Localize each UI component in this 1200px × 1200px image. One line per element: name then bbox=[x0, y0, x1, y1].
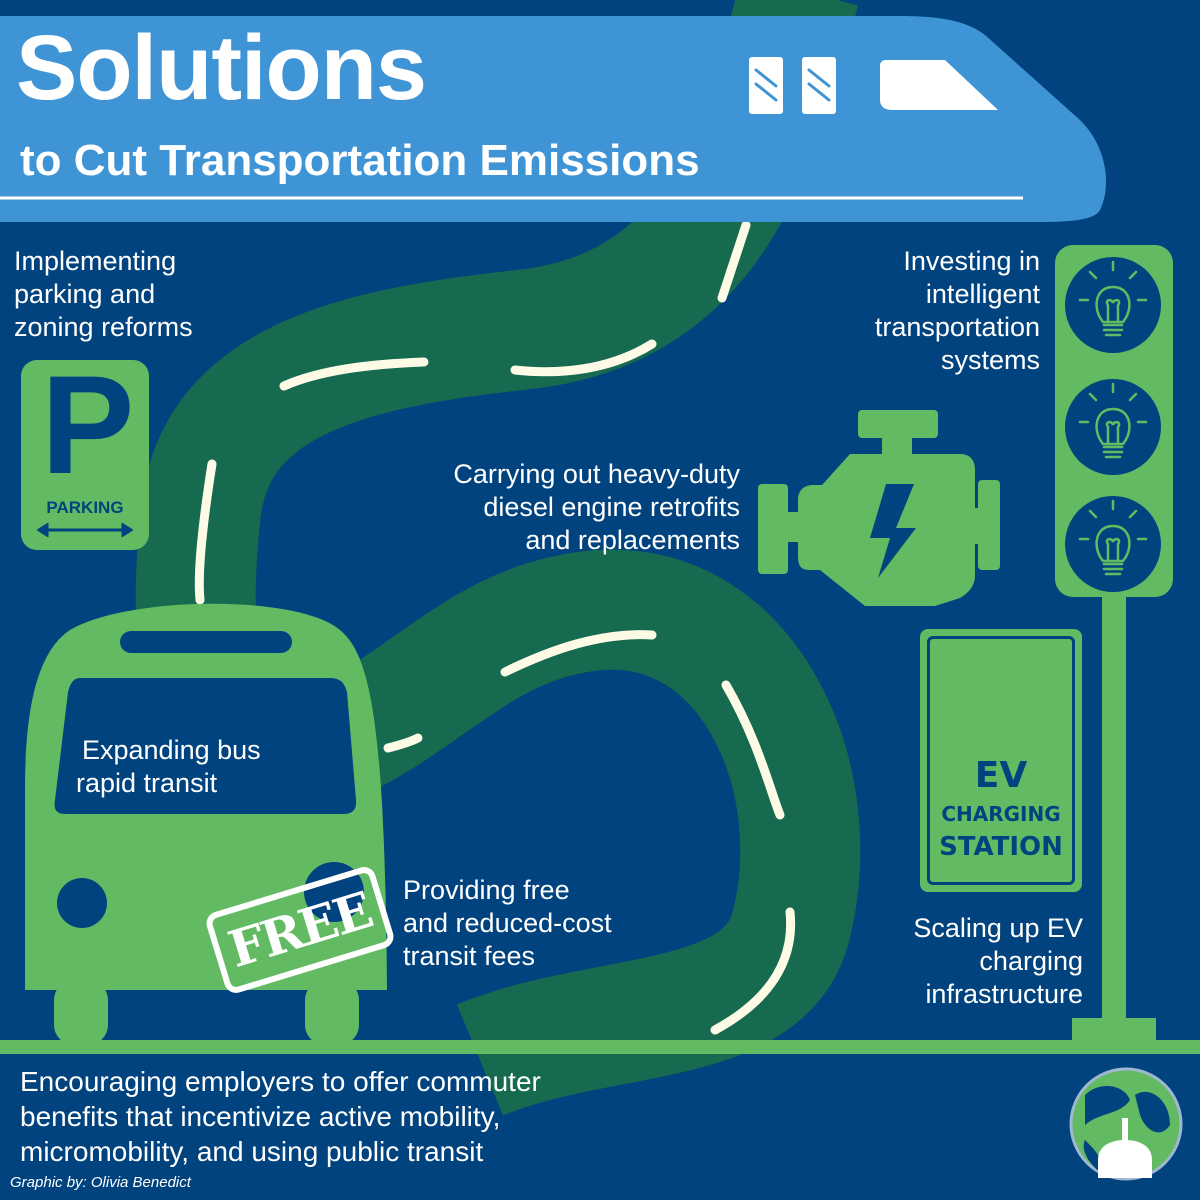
caption-commuter: Encouraging employers to offer commuter … bbox=[20, 1064, 541, 1169]
ev-sign-line: STATION bbox=[939, 832, 1063, 862]
ev-sign-title: EV bbox=[974, 755, 1028, 796]
train-icon bbox=[0, 16, 1106, 222]
caption-line: and reduced-cost bbox=[403, 908, 612, 938]
caption-line: Expanding bus bbox=[82, 735, 261, 765]
ground-line bbox=[0, 1040, 1200, 1054]
page-subtitle: to Cut Transportation Emissions bbox=[20, 136, 700, 185]
caption-line: diesel engine retrofits bbox=[483, 492, 740, 522]
parking-label: PARKING bbox=[46, 498, 124, 517]
caption-intelligent-systems: Investing in intelligent transportation … bbox=[780, 245, 1040, 377]
graphic-credit: Graphic by: Olivia Benedict bbox=[10, 1174, 191, 1191]
caption-line: transit fees bbox=[403, 941, 536, 971]
caption-ev: Scaling up EV charging infrastructure bbox=[830, 912, 1083, 1011]
caption-line: Investing in bbox=[903, 246, 1040, 276]
caption-bus: Expanding bus rapid transit bbox=[76, 734, 261, 800]
caption-line: zoning reforms bbox=[14, 312, 193, 342]
traffic-light-icon bbox=[1055, 245, 1173, 1044]
caption-line: Scaling up EV bbox=[913, 913, 1083, 943]
caption-line: rapid transit bbox=[76, 768, 218, 798]
ev-sign-line: CHARGING bbox=[941, 802, 1061, 826]
lightbulb-icon bbox=[1065, 257, 1161, 592]
page-title: Solutions bbox=[16, 17, 427, 119]
parking-letter: P bbox=[41, 346, 135, 503]
caption-line: Encouraging employers to offer commuter bbox=[20, 1066, 541, 1097]
caption-diesel: Carrying out heavy-duty diesel engine re… bbox=[380, 458, 740, 557]
caption-line: and replacements bbox=[525, 525, 740, 555]
caption-line: Providing free bbox=[403, 875, 570, 905]
caption-line: Carrying out heavy-duty bbox=[453, 459, 740, 489]
caption-line: infrastructure bbox=[925, 979, 1083, 1009]
caption-parking: Implementing parking and zoning reforms bbox=[14, 245, 193, 344]
caption-line: parking and bbox=[14, 279, 156, 309]
parking-sign-icon: P PARKING bbox=[21, 346, 149, 550]
caption-line: Implementing bbox=[14, 246, 177, 276]
caption-fees: Providing free and reduced-cost transit … bbox=[403, 874, 612, 973]
ev-charging-sign: EV CHARGING STATION bbox=[920, 629, 1082, 892]
caption-line: benefits that incentivize active mobilit… bbox=[20, 1101, 501, 1132]
engine-icon bbox=[758, 410, 1000, 606]
double-arrow-icon bbox=[37, 523, 133, 537]
caption-line: charging bbox=[979, 946, 1083, 976]
bus-icon bbox=[25, 603, 387, 1045]
caption-line: intelligent bbox=[925, 279, 1040, 309]
caption-line: systems bbox=[940, 345, 1040, 375]
caption-line: micromobility, and using public transit bbox=[20, 1136, 484, 1167]
caption-line: transportation bbox=[874, 312, 1040, 342]
globe-capitol-logo bbox=[1069, 1067, 1183, 1181]
